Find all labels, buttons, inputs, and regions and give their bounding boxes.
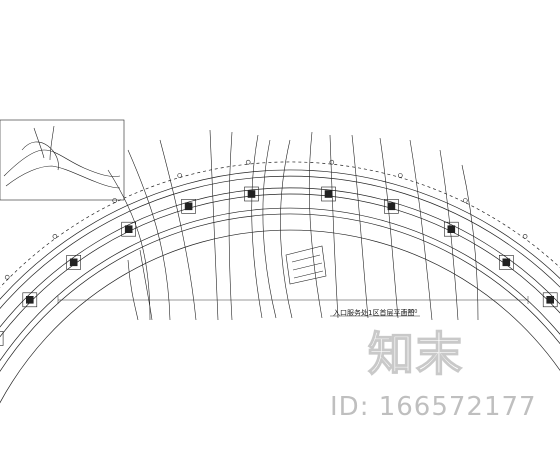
inset-curve xyxy=(5,165,121,189)
grid-bubble xyxy=(52,234,58,239)
walkway-line xyxy=(127,149,171,321)
walkway-line xyxy=(251,134,263,319)
column xyxy=(244,186,259,202)
grid-bubble xyxy=(177,173,182,178)
drawing-title: 入口服务处1区首层平面图 xyxy=(333,309,415,317)
grid-bubble xyxy=(397,173,403,178)
column xyxy=(22,292,38,308)
column-core xyxy=(502,258,511,267)
walkway-line xyxy=(308,131,323,319)
column-core xyxy=(25,295,34,304)
walkway-line xyxy=(107,169,151,321)
column xyxy=(121,221,136,237)
inset-frame xyxy=(0,119,125,201)
column xyxy=(321,186,336,202)
column xyxy=(0,331,4,346)
column xyxy=(384,199,399,214)
wall-arc xyxy=(0,213,560,373)
column-core xyxy=(324,190,333,198)
walkway-line xyxy=(228,131,233,321)
path-curves xyxy=(107,129,479,321)
walkway-line xyxy=(209,129,219,321)
site-detail-inset xyxy=(0,119,125,201)
wall-arc xyxy=(0,169,560,300)
walkway-line xyxy=(127,259,139,321)
wall-arc xyxy=(0,187,560,328)
drawing-scale: 1:100 xyxy=(403,309,418,315)
ramp-outline xyxy=(285,245,327,285)
walkway-line xyxy=(351,134,369,319)
grid-bubble xyxy=(462,198,468,203)
column-core xyxy=(387,202,396,211)
ramp-hatch xyxy=(291,254,324,279)
grid-bubble xyxy=(329,159,335,165)
column-core xyxy=(69,258,78,267)
wall-arc xyxy=(0,207,560,362)
wall-arc xyxy=(0,193,560,338)
walkway-line xyxy=(159,139,197,321)
column-group xyxy=(0,159,558,346)
walkway-line xyxy=(262,139,277,319)
column-core xyxy=(247,190,256,198)
grid-bubble xyxy=(245,159,251,165)
walkway-line xyxy=(280,139,293,319)
walkway-line xyxy=(461,164,479,321)
walkway-line xyxy=(409,139,433,321)
column xyxy=(498,255,514,270)
wall-arc xyxy=(0,175,560,310)
watermark-logo: 知末 xyxy=(367,326,464,381)
watermark-id: ID: 166572177 xyxy=(330,392,537,422)
inset-curve xyxy=(3,149,121,177)
column xyxy=(181,199,196,214)
dimension-lines xyxy=(57,296,529,317)
column-core xyxy=(124,225,133,233)
column-core xyxy=(184,202,193,211)
wall-arc xyxy=(0,229,560,404)
column-core xyxy=(447,225,456,233)
walkway-line xyxy=(439,149,459,321)
walkway-line xyxy=(139,249,153,321)
inset-curve xyxy=(21,141,59,171)
grid-bubble xyxy=(4,274,10,280)
column xyxy=(66,255,81,270)
column xyxy=(443,221,459,237)
walkway-line xyxy=(329,134,339,319)
column-core xyxy=(546,295,555,304)
inset-curve xyxy=(33,125,55,161)
walkway-line xyxy=(379,137,399,319)
wall-arcs xyxy=(0,161,560,404)
grid-bubble xyxy=(112,198,117,203)
grid-bubble xyxy=(522,234,528,239)
column xyxy=(542,292,558,308)
